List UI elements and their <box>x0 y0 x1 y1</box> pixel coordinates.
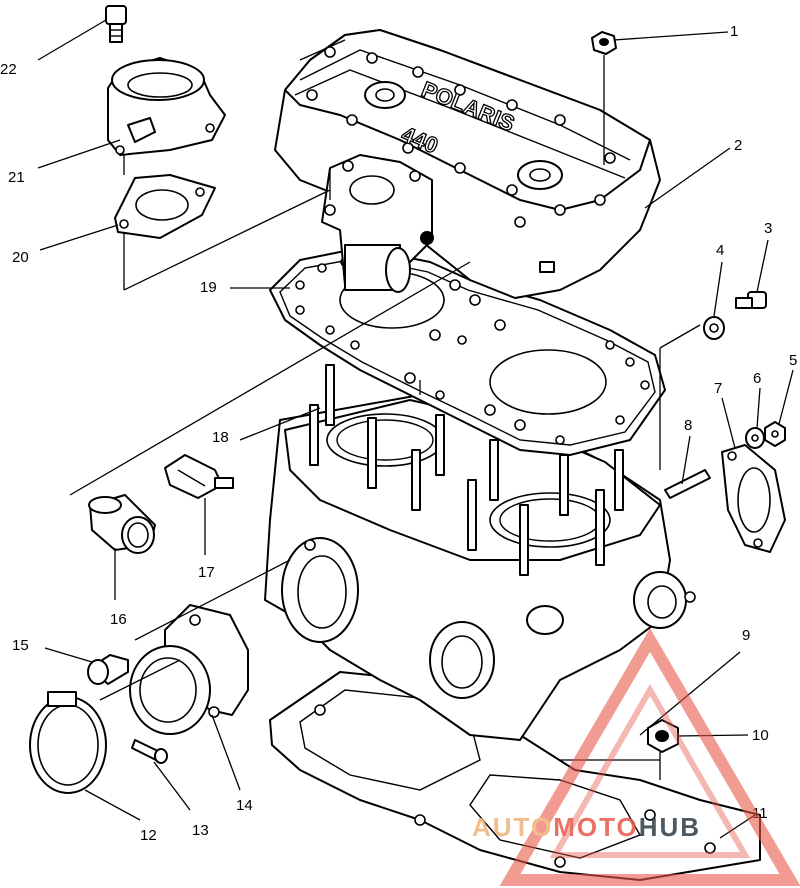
part-4-washer <box>703 316 725 340</box>
watermark-inner-triangle <box>549 683 751 858</box>
callout-18: 18 <box>212 429 229 446</box>
part-8-stud <box>664 469 711 499</box>
callout-16: 16 <box>110 611 127 628</box>
cylinder-studs <box>309 364 624 576</box>
callout-5: 5 <box>789 352 797 369</box>
part-16-sleeve <box>88 494 156 554</box>
callout-19: 19 <box>200 279 217 296</box>
part-7-gasket <box>721 444 786 553</box>
callout-15: 15 <box>12 637 29 654</box>
callout-14: 14 <box>236 797 253 814</box>
part-3-bolt <box>735 291 767 309</box>
cover-bolt-holes <box>306 46 616 228</box>
coolant-outlet-housing <box>321 154 434 293</box>
part-21-water-elbow <box>107 57 226 156</box>
part-12-clamp <box>29 691 107 794</box>
callout-6: 6 <box>753 370 761 387</box>
callout-1: 1 <box>730 23 738 40</box>
part-6-washer <box>745 427 765 449</box>
callout-9: 9 <box>742 627 750 644</box>
callout-4: 4 <box>716 242 724 259</box>
watermark-text-auto: AUTO <box>472 812 553 842</box>
watermark-text-hub: HUB <box>639 812 701 842</box>
watermark-text-moto: MOTO <box>553 812 639 842</box>
head-gasket-holes <box>295 257 650 445</box>
callout-7: 7 <box>714 380 722 397</box>
watermark-text: AUTOMOTOHUB <box>472 812 701 842</box>
cylinder-head-cover: POLARIS 440 <box>274 29 661 299</box>
callout-22: 22 <box>0 61 17 78</box>
callout-3: 3 <box>764 220 772 237</box>
watermark-logo: AUTOMOTOHUB <box>472 628 800 886</box>
callout-21: 21 <box>8 169 25 186</box>
part-17-sensor <box>164 454 234 499</box>
callout-12: 12 <box>140 827 157 844</box>
cylinder-block <box>264 364 696 741</box>
part-20-gasket <box>114 174 216 239</box>
callout-numbers: 1 2 3 4 5 6 7 8 9 10 11 12 13 14 15 16 1… <box>0 23 797 844</box>
callout-17: 17 <box>198 564 215 581</box>
callout-10: 10 <box>752 727 769 744</box>
callout-8: 8 <box>684 417 692 434</box>
part-14-intake-flange <box>129 604 249 735</box>
part-22-bolt <box>105 5 127 43</box>
part-5-nut <box>764 421 786 447</box>
callout-20: 20 <box>12 249 29 266</box>
part-1-nut <box>591 31 617 165</box>
part-13-screw <box>131 739 168 764</box>
watermark-triangle <box>499 628 800 886</box>
callout-13: 13 <box>192 822 209 839</box>
part-10-nut <box>647 719 679 753</box>
callout-2: 2 <box>734 137 742 154</box>
part-15-bolt <box>87 654 129 685</box>
